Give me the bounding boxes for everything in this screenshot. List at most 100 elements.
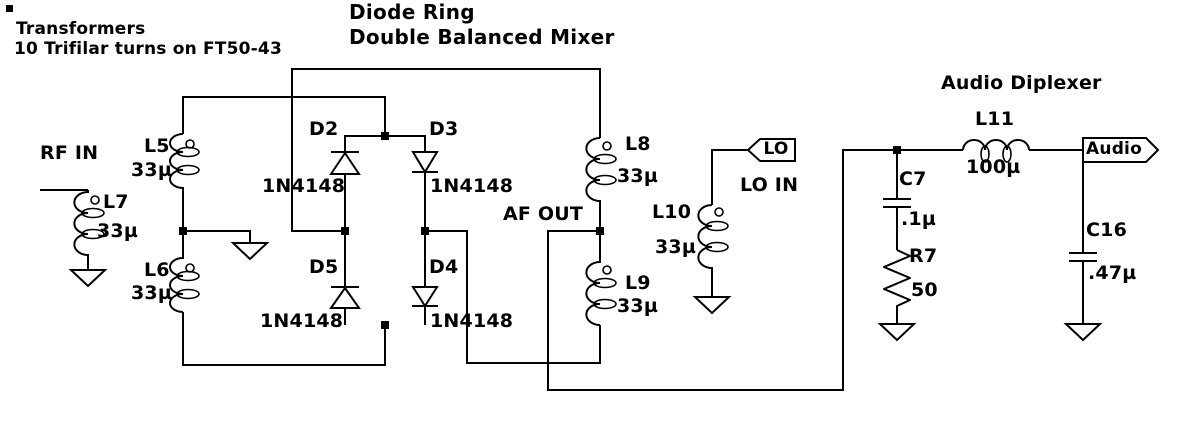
ref-l8: L8 [625, 133, 651, 155]
phase-dot-icon [602, 265, 612, 275]
audio-port-label: Audio [1086, 139, 1142, 159]
junction-dot [421, 227, 429, 235]
ref-d3: D3 [429, 118, 459, 140]
junction-dot [341, 227, 349, 235]
val-d2: 1N4148 [262, 175, 346, 197]
coil-loop [176, 288, 200, 300]
val-c7: .1µ [901, 208, 937, 230]
val-d5: 1N4148 [260, 310, 344, 332]
coil-loop [705, 241, 729, 253]
coil-loop [593, 153, 617, 165]
net-label-lo-in: LO IN [740, 174, 799, 196]
wire-l5-top-to-ring-top [182, 96, 386, 136]
junction-dot [596, 227, 604, 235]
ground-icon [877, 323, 917, 342]
val-c16: .47µ [1088, 262, 1137, 284]
anode-triangle [329, 286, 361, 309]
coil [585, 231, 601, 326]
phase-dot-icon [602, 141, 612, 151]
val-l7: 33µ [97, 220, 139, 242]
anode-triangle [329, 151, 361, 175]
ref-l10: L10 [652, 201, 692, 223]
inductor-l7-symbol [73, 190, 105, 270]
junction-dot [381, 321, 389, 329]
ref-r7: R7 [909, 245, 938, 267]
wire-af-out-to-diplexer [547, 149, 897, 391]
phase-dot-icon [185, 139, 195, 149]
net-label-rf-in: RF IN [40, 142, 99, 164]
note-line2: 10 Trifilar turns on FT50-43 [14, 39, 282, 59]
coil-loop [81, 207, 105, 219]
coil [962, 139, 1030, 151]
anode-triangle [411, 151, 439, 174]
coil [169, 231, 184, 313]
inductor-l11-symbol [962, 139, 1030, 163]
coil-loop [176, 164, 200, 176]
coil-loop [593, 277, 617, 289]
audio-port-shape [1082, 137, 1160, 163]
inductor-l9-symbol [585, 231, 617, 326]
page-title-line1: Diode Ring [349, 0, 475, 24]
ref-d2: D2 [309, 118, 339, 140]
phase-dot-icon [185, 263, 195, 273]
diode-d4-symbol [411, 231, 439, 308]
ground-icon [692, 296, 732, 315]
resistor-r7-symbol [883, 249, 911, 324]
ground-icon [230, 242, 270, 261]
junction-dot [179, 227, 187, 235]
junction-dot [381, 132, 389, 140]
page-title-line2: Double Balanced Mixer [349, 25, 615, 49]
ref-l7: L7 [103, 191, 129, 213]
ref-c16: C16 [1086, 219, 1127, 241]
inductor-l5-symbol [169, 133, 200, 231]
ref-d5: D5 [309, 256, 339, 278]
coil-loop [980, 145, 990, 163]
net-label-af-out: AF OUT [503, 203, 584, 225]
phase-dot-icon [90, 195, 100, 205]
diode-d3-symbol [411, 151, 439, 231]
ref-l11: L11 [975, 108, 1015, 130]
coil [73, 190, 89, 270]
val-d4: 1N4148 [430, 310, 514, 332]
coil-loop [705, 220, 729, 232]
val-l8: 33µ [617, 165, 659, 187]
val-l6: 33µ [131, 282, 173, 304]
ground-icon [68, 269, 108, 288]
coil-loop [593, 174, 617, 186]
val-l5: 33µ [131, 159, 173, 181]
val-r7: 50 [911, 279, 938, 301]
section-title-audio-diplexer: Audio Diplexer [941, 72, 1102, 94]
ref-d4: D4 [429, 256, 459, 278]
wire-lo-port-to-l10 [711, 149, 748, 205]
val-l11: 100µ [966, 156, 1021, 178]
capacitor-c7-symbol [883, 150, 911, 250]
note-line1: Transformers [16, 19, 146, 39]
ref-l5: L5 [144, 135, 170, 157]
ground-icon [1063, 323, 1103, 342]
phase-dot-icon [714, 207, 724, 217]
diode-d5-symbol [329, 231, 361, 309]
lo-port-shape [746, 138, 796, 162]
wire-ring-bottom-spread [344, 306, 426, 325]
anode-triangle [411, 286, 439, 308]
diode-d2-symbol [329, 151, 361, 231]
inductor-l8-symbol [585, 137, 617, 231]
inductor-l10-symbol [697, 204, 729, 297]
coil [697, 204, 713, 297]
coil [169, 133, 184, 231]
inductor-l6-symbol [169, 231, 200, 313]
val-d3: 1N4148 [430, 175, 514, 197]
wire-center-tap-to-ground [183, 230, 251, 243]
capacitor-c16-symbol [1069, 162, 1097, 324]
ref-l6: L6 [144, 259, 170, 281]
val-l10: 33µ [655, 236, 697, 258]
coil [585, 137, 601, 231]
wire-l6-to-ring-bottom [182, 312, 386, 366]
ref-c7: C7 [899, 168, 927, 190]
coil-loop [81, 228, 105, 240]
wire-ring-right-to-l9-bottom [425, 230, 601, 364]
val-l9: 33µ [617, 295, 659, 317]
coil-loop [593, 298, 617, 310]
